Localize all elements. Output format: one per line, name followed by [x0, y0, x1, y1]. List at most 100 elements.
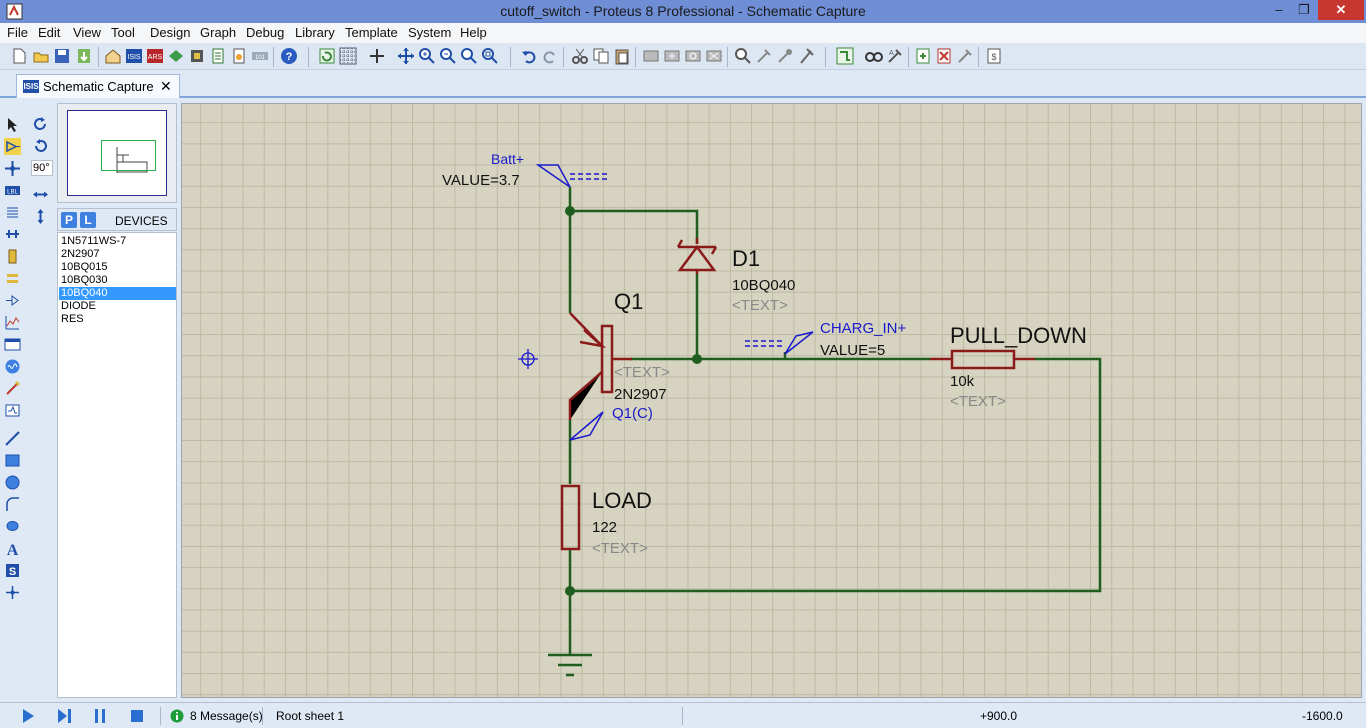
device-item[interactable]: 10BQ030 — [61, 274, 108, 286]
block-move-icon[interactable] — [663, 47, 681, 65]
save-icon[interactable] — [53, 47, 71, 65]
zoom-out-icon[interactable] — [439, 47, 457, 65]
block-delete-icon[interactable] — [705, 47, 723, 65]
schematic-canvas[interactable] — [181, 103, 1362, 698]
redo-icon[interactable] — [541, 47, 559, 65]
menu-graph[interactable]: Graph — [200, 25, 237, 40]
zoom-all-icon[interactable] — [460, 47, 478, 65]
bom-icon[interactable] — [209, 47, 227, 65]
remove-sheet-icon[interactable] — [935, 47, 953, 65]
zoom-in-icon[interactable] — [418, 47, 436, 65]
decompose-icon[interactable] — [797, 47, 815, 65]
cut-icon[interactable] — [571, 47, 589, 65]
maximize-button[interactable]: ❐ — [1298, 2, 1310, 17]
wire-autorouter-icon[interactable] — [836, 47, 854, 65]
3d-viewer-icon[interactable] — [167, 47, 185, 65]
selection-mode-icon[interactable] — [4, 116, 21, 133]
text-tool-icon[interactable]: A — [4, 540, 21, 557]
overview-viewport-frame[interactable] — [101, 140, 156, 171]
virtual-instruments-icon[interactable] — [4, 402, 21, 419]
box-tool-icon[interactable] — [4, 452, 21, 469]
import-icon[interactable] — [75, 47, 93, 65]
property-assign-icon[interactable]: A — [886, 47, 904, 65]
search-tag-icon[interactable] — [865, 47, 883, 65]
paste-icon[interactable] — [613, 47, 631, 65]
component-mode-icon[interactable] — [4, 138, 21, 155]
copy-icon[interactable] — [592, 47, 610, 65]
pick-devices-button[interactable]: P — [61, 212, 77, 228]
origin-icon[interactable] — [368, 47, 386, 65]
block-copy-icon[interactable] — [642, 47, 660, 65]
menu-file[interactable]: File — [7, 25, 28, 40]
mirror-x-icon[interactable] — [32, 186, 49, 203]
proteus-app-icon[interactable] — [6, 3, 23, 20]
device-item[interactable]: 1N5711WS-7 — [61, 235, 127, 247]
buses-icon[interactable] — [4, 226, 21, 243]
device-item[interactable]: 2N2907 — [61, 248, 100, 260]
line-tool-icon[interactable] — [4, 430, 21, 447]
device-item[interactable]: DIODE — [61, 300, 96, 312]
text-script-icon[interactable] — [4, 204, 21, 221]
graph-mode-icon[interactable] — [4, 314, 21, 331]
rotate-clockwise-icon[interactable] — [32, 116, 49, 133]
pan-icon[interactable] — [397, 47, 415, 65]
message-count[interactable]: 8 Message(s) — [190, 709, 263, 723]
rotate-anticlockwise-icon[interactable] — [32, 138, 49, 155]
help-icon[interactable]: ? — [280, 47, 298, 65]
schematic-capture-icon[interactable]: ISIS — [125, 47, 143, 65]
step-icon[interactable] — [57, 708, 73, 724]
new-file-icon[interactable] — [10, 47, 28, 65]
mirror-y-icon[interactable] — [32, 208, 49, 225]
menu-system[interactable]: System — [408, 25, 452, 40]
tab-schematic-capture[interactable]: ISIS Schematic Capture ✕ — [16, 74, 180, 98]
menu-edit[interactable]: Edit — [38, 25, 61, 40]
block-rotate-icon[interactable] — [684, 47, 702, 65]
path-tool-icon[interactable] — [4, 518, 21, 535]
junction-dot-icon[interactable] — [4, 160, 21, 177]
device-item[interactable]: RES — [61, 313, 84, 325]
menu-debug[interactable]: Debug — [246, 25, 285, 40]
marker-tool-icon[interactable] — [4, 584, 21, 601]
device-item[interactable]: 10BQ015 — [61, 261, 108, 273]
bill-of-materials-icon[interactable]: $ — [985, 47, 1003, 65]
stop-icon[interactable] — [130, 709, 144, 723]
home-icon[interactable] — [104, 47, 122, 65]
new-sheet-icon[interactable] — [914, 47, 932, 65]
circle-tool-icon[interactable] — [4, 474, 21, 491]
source-code-icon[interactable]: 101 — [251, 47, 269, 65]
rotation-angle-field[interactable]: 90° — [31, 160, 53, 176]
generator-mode-icon[interactable] — [4, 358, 21, 375]
menu-help[interactable]: Help — [460, 25, 487, 40]
menu-template[interactable]: Template — [345, 25, 398, 40]
pcb-layout-icon[interactable]: ARS — [146, 47, 164, 65]
library-manager-button[interactable]: L — [80, 212, 96, 228]
gerber-viewer-icon[interactable] — [188, 47, 206, 65]
symbol-tool-icon[interactable]: S — [4, 562, 21, 579]
subcircuit-icon[interactable] — [4, 248, 21, 265]
menu-view[interactable]: View — [73, 25, 101, 40]
zoom-area-icon[interactable] — [481, 47, 499, 65]
device-pins-icon[interactable] — [4, 292, 21, 309]
close-button[interactable]: ✕ — [1318, 0, 1364, 20]
refresh-icon[interactable] — [318, 47, 336, 65]
terminals-icon[interactable] — [4, 270, 21, 287]
exit-to-parent-icon[interactable] — [956, 47, 974, 65]
grid-toggle-icon[interactable] — [339, 47, 357, 65]
menu-design[interactable]: Design — [150, 25, 191, 40]
undo-icon[interactable] — [520, 47, 538, 65]
info-icon[interactable] — [170, 709, 184, 723]
menu-library[interactable]: Library — [295, 25, 335, 40]
make-device-icon[interactable] — [755, 47, 773, 65]
overview-window[interactable] — [57, 103, 177, 203]
tape-recorder-icon[interactable] — [4, 336, 21, 353]
pick-device-icon[interactable] — [734, 47, 752, 65]
arc-tool-icon[interactable] — [4, 496, 21, 513]
design-explorer-icon[interactable] — [230, 47, 248, 65]
tab-close-icon[interactable]: ✕ — [160, 78, 172, 94]
open-folder-icon[interactable] — [32, 47, 50, 65]
minimize-button[interactable]: ‒ — [1275, 2, 1283, 17]
probe-mode-icon[interactable] — [4, 380, 21, 397]
packaging-tool-icon[interactable] — [776, 47, 794, 65]
device-item-selected[interactable]: 10BQ040 — [59, 287, 176, 300]
pause-icon[interactable] — [93, 708, 107, 724]
